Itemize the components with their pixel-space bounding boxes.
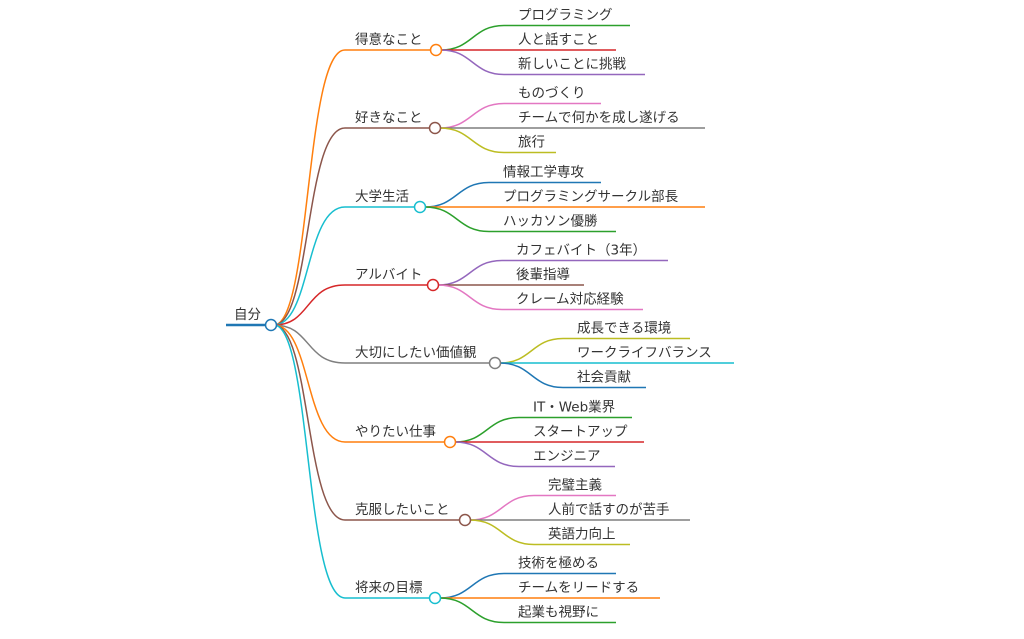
child-edge: [439, 127, 556, 154]
branch-node-label[interactable]: 将来の目標: [355, 580, 423, 596]
branch-node-label[interactable]: 好きなこと: [355, 110, 423, 126]
child-edge: [499, 337, 690, 364]
child-edge: [424, 181, 601, 208]
child-node-label[interactable]: スタートアップ: [533, 424, 628, 440]
child-node-label[interactable]: 起業も視野に: [518, 605, 599, 621]
child-node-label[interactable]: 人前で話すのが苦手: [548, 501, 670, 518]
branch-edge: [273, 49, 431, 326]
child-edge: [440, 24, 630, 51]
child-edge: [454, 416, 632, 443]
child-node-label[interactable]: 技術を極める: [518, 556, 599, 572]
child-edge: [454, 441, 615, 468]
child-node-label[interactable]: 後輩指導: [516, 267, 570, 283]
child-node-label[interactable]: ものづくり: [518, 86, 586, 102]
branch-collapse-toggle[interactable]: [458, 513, 472, 527]
child-node-label[interactable]: プログラミング: [518, 8, 613, 24]
child-node-label[interactable]: クレーム対応経験: [516, 292, 624, 308]
child-node-label[interactable]: 完璧主義: [548, 477, 602, 494]
root-node-label[interactable]: 自分: [234, 307, 261, 323]
child-edge: [437, 259, 668, 286]
branch-edge: [273, 324, 445, 443]
child-node-label[interactable]: チームをリードする: [518, 580, 639, 596]
branch-collapse-toggle[interactable]: [443, 435, 457, 449]
child-edge: [499, 362, 646, 389]
child-node-label[interactable]: 社会貢献: [577, 370, 631, 386]
branch-collapse-toggle[interactable]: [428, 591, 442, 605]
child-node-label[interactable]: 成長できる環境: [577, 321, 671, 337]
child-node-label[interactable]: 新しいことに挑戦: [518, 57, 626, 73]
branch-edge: [273, 324, 430, 599]
branch-node-label[interactable]: 大学生活: [355, 189, 409, 205]
child-edge: [439, 102, 601, 129]
child-edge: [440, 49, 645, 76]
branch-collapse-toggle[interactable]: [428, 121, 442, 135]
child-node-label[interactable]: ハッカソン優勝: [503, 214, 598, 230]
child-node-label[interactable]: カフェバイト（3年）: [516, 243, 646, 259]
branch-collapse-toggle[interactable]: [413, 200, 427, 214]
branch-node-label[interactable]: 得意なこと: [355, 31, 423, 48]
child-edge: [469, 494, 616, 521]
child-node-label[interactable]: 情報工学専攻: [503, 165, 584, 181]
child-node-label[interactable]: チームで何かを成し遂げる: [518, 110, 680, 126]
branch-edge: [273, 127, 430, 326]
branch-node-label[interactable]: 大切にしたい価値観: [355, 344, 477, 361]
child-node-label[interactable]: 旅行: [518, 135, 545, 151]
child-edge: [437, 284, 643, 311]
root-collapse-toggle[interactable]: [264, 318, 278, 332]
branch-edge: [273, 206, 415, 326]
branch-edge: [273, 324, 460, 521]
child-edge: [424, 206, 616, 233]
child-edge: [469, 519, 630, 546]
child-edge: [439, 597, 616, 624]
child-node-label[interactable]: IT・Web業界: [533, 400, 615, 416]
branch-collapse-toggle[interactable]: [488, 356, 502, 370]
child-edge: [439, 572, 616, 599]
branch-node-label[interactable]: やりたい仕事: [355, 424, 436, 440]
branch-edge: [273, 284, 428, 326]
child-node-label[interactable]: 英語力向上: [548, 526, 616, 543]
branch-collapse-toggle[interactable]: [429, 43, 443, 57]
branch-node-label[interactable]: アルバイト: [355, 267, 422, 283]
child-node-label[interactable]: エンジニア: [533, 449, 601, 465]
child-node-label[interactable]: 人と話すこと: [518, 31, 599, 48]
branch-node-label[interactable]: 克服したいこと: [355, 502, 450, 518]
child-node-label[interactable]: ワークライフバランス: [577, 345, 712, 361]
branch-edge: [273, 324, 490, 364]
branch-collapse-toggle[interactable]: [426, 278, 440, 292]
child-node-label[interactable]: プログラミングサークル部長: [503, 189, 679, 205]
